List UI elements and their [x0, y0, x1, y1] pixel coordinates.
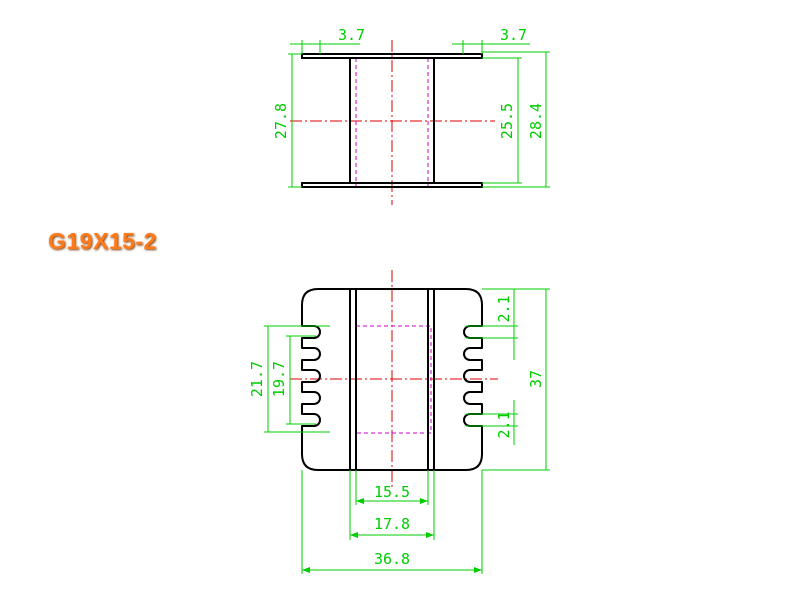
bottom-view-total-height-dim: 37 [527, 370, 545, 388]
top-view-total-height-dim: 28.4 [527, 103, 545, 139]
top-view: 3.7 3.7 27.8 25.5 28.4 [272, 26, 550, 205]
bottom-view-core-inner-width-dim: 15.5 [374, 483, 410, 501]
bottom-view-dimension-lines [264, 288, 550, 574]
top-view-outer-height-dim: 27.8 [272, 103, 290, 139]
bottom-view-outline [301, 288, 483, 471]
top-view-flange-left-dim: 3.7 [338, 26, 365, 44]
part-title: G19X15-2 [48, 228, 157, 254]
bottom-view-core-outer-width-dim: 17.8 [374, 515, 410, 533]
bottom-view-core-lines [349, 289, 435, 470]
bottom-view-dimension-arrows [302, 498, 482, 573]
top-view-flange-right-dim: 3.7 [500, 26, 527, 44]
top-view-inner-height-dim: 25.5 [498, 103, 516, 139]
bottom-view-bottom-margin-dim: 2.1 [495, 411, 513, 438]
bottom-view: 21.7 19.7 2.1 2.1 37 15.5 17.8 36.8 [248, 270, 550, 574]
bottom-view-top-margin-dim: 2.1 [495, 295, 513, 322]
top-view-outline [301, 53, 483, 188]
bottom-view-total-width-dim: 36.8 [374, 550, 410, 568]
bottom-view-pin-span-outer-dim: 21.7 [248, 361, 266, 397]
bottom-view-pin-span-inner-dim: 19.7 [270, 361, 288, 397]
top-view-dimension-lines [288, 40, 550, 188]
